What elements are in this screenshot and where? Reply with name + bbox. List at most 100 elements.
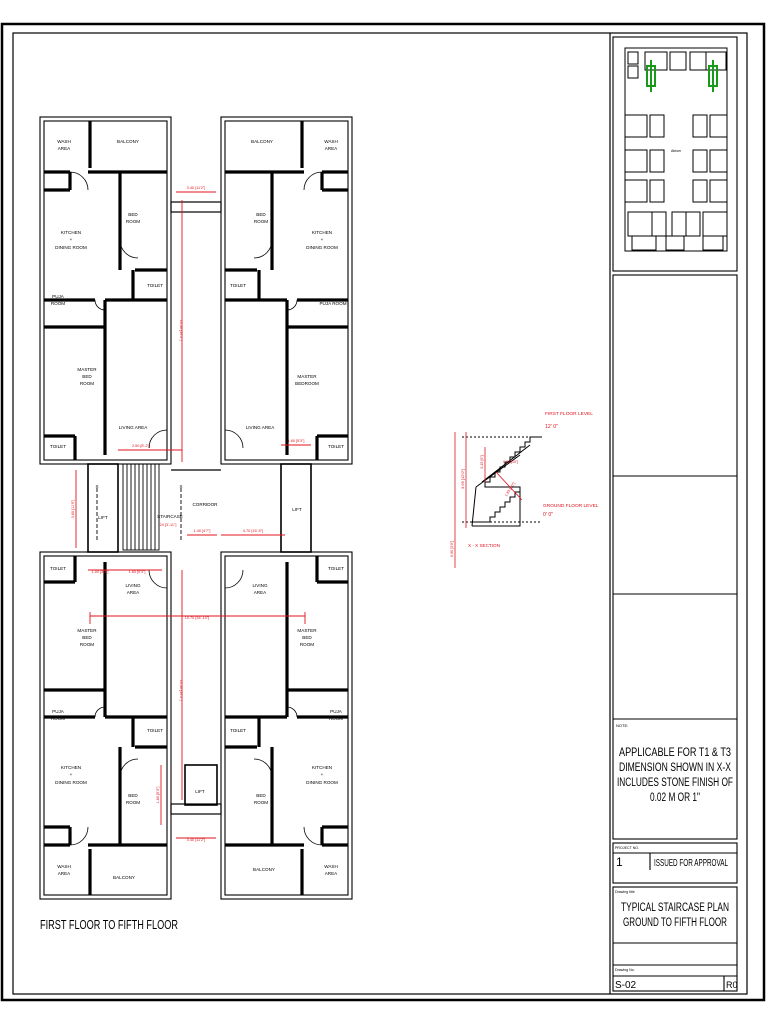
section-gf-label: GROUND FLOOR LEVEL [543,503,599,509]
revision-code: R0 [726,980,738,990]
label-balcony: BALCONY [117,139,139,144]
label-area: AREA [58,146,71,151]
section-dim: 0.90 [3'0"] [450,541,454,557]
label-bed: BED [256,793,266,798]
floor-plan [39,116,353,900]
label-room: ROOM [329,716,343,721]
dim-text: 2.50 [8'-2"] [132,444,150,448]
dim-text: 3.40 [11'2"] [187,838,206,842]
label-room: ROOM [80,381,94,386]
label-puja: PUJA [330,709,343,714]
label-living: LIVING [125,583,140,588]
label-room: ROOM [126,800,140,805]
label-lift: LIFT [195,789,205,794]
label-balcony: BALCONY [113,875,135,880]
outer-border [0,22,766,1002]
label-plus: + [70,237,73,242]
label-living-area: LIVING AREA [246,425,276,430]
section-title: X - X SECTION [468,543,500,548]
label-kitchen: KITCHEN [61,230,81,235]
note-line-4: 0.02 M OR 1" [650,792,700,804]
label-wash: WASH [57,864,71,869]
revision-text: ISSUED FOR APPROVAL [654,858,728,869]
label-dining: DINING ROOM [55,245,87,250]
dim-text: 1.40 [4'7"] [194,529,211,533]
label-plus: + [70,772,73,777]
dim-text: 1.60 [5'3"] [129,570,146,574]
label-wash: WASH [57,139,71,144]
label-room: ROOM [300,642,314,647]
label-x: X [179,484,182,489]
dim-text: 3.60 [11'9"] [71,500,75,519]
label-master: MASTER [297,374,317,379]
dim-text: 4.70 [15'-5"] [243,529,263,533]
dimension-labels: 3.40 [11'2"] 10.50 [34'5"] 2.50 [8'-2"] … [71,186,304,842]
label-area: AREA [254,590,267,595]
title-block: Atrium NOTE: APPLICABLE FOR T1 & T3 DIME… [612,36,738,992]
label-room: ROOM [254,800,268,805]
label-toilet: TOILET [230,283,246,288]
label-lift: LIFT [292,507,302,512]
section-dim: 0.25 [10"] [503,460,518,464]
label-master: MASTER [77,367,97,372]
section-ff-value: 12' 0" [545,424,558,430]
label-wash: WASH [324,139,338,144]
label-area: AREA [325,146,338,151]
label-toilet: TOILET [50,566,66,571]
label-lift: LIFT [98,515,108,520]
label-kitchen: KITCHEN [61,765,81,770]
keyplan-center-label: Atrium [671,149,681,153]
label-room: ROOM [80,642,94,647]
label-kitchen: KITCHEN [312,230,332,235]
label-bed: BED [256,212,266,217]
label-bed: BED [82,374,92,379]
dim-text: 1.60 [5'3"] [288,439,305,443]
label-puja: PUJA [52,709,65,714]
key-plan [624,47,728,252]
dim-text: 3.40 [11'2"] [187,186,206,190]
label-balcony: BALCONY [251,139,273,144]
label-dining: DINING ROOM [55,780,87,785]
label-toilet: TOILET [328,444,344,449]
label-area: AREA [58,871,71,876]
note-line-1: APPLICABLE FOR T1 & T3 [619,747,731,759]
key-plan-highlight [646,60,718,92]
label-master: MASTER [77,628,97,633]
label-toilet: TOILET [328,566,344,571]
label-master: MASTER [297,628,317,633]
label-bedroom: BEDROOM [295,381,319,386]
label-bed: BED [82,635,92,640]
section-gf-value: 0' 0" [543,512,553,518]
label-balcony: BALCONY [253,867,275,872]
inner-border [12,32,748,995]
dimension-lines [75,191,311,839]
label-plus: + [321,237,324,242]
dim-text: 1.60 [5'3"] [156,787,160,804]
drawing-title-label: Drawing title [615,890,635,894]
section-xx: FIRST FLOOR LEVEL 12' 0" GROUND FLOOR LE… [450,411,599,568]
label-kitchen: KITCHEN [312,765,332,770]
label-area: AREA [325,871,338,876]
label-corridor: CORRIDOR [192,502,218,507]
section-dim: 3.66 [12'0"] [460,469,465,489]
plan-title: FIRST FLOOR TO FIFTH FLOOR [40,917,178,932]
note-line-2: DIMENSION SHOWN IN X-X [619,762,731,774]
dim-text: 1.00 [3'3"] [92,570,109,574]
label-pujaroom: PUJA ROOM [319,301,346,306]
label-bed: BED [128,793,138,798]
label-living: LIVING [252,583,267,588]
label-area: AREA [127,590,140,595]
revision-number: 1 [616,855,623,869]
label-bed: BED [302,635,312,640]
plan-labels: WASH AREA BALCONY BED ROOM KITCHEN + DIN… [50,139,347,880]
dim-text: 10.50 [34'5"] [179,319,183,340]
label-bed: BED [128,212,138,217]
note-label: NOTE: [616,723,628,728]
label-plus: + [321,772,324,777]
label-room: ROOM [51,301,65,306]
drawing-no: S-02 [615,980,637,991]
label-toilet: TOILET [230,728,246,733]
drawing-title-line-1: TYPICAL STAIRCASE PLAN [621,902,729,914]
label-toilet: TOILET [50,444,66,449]
